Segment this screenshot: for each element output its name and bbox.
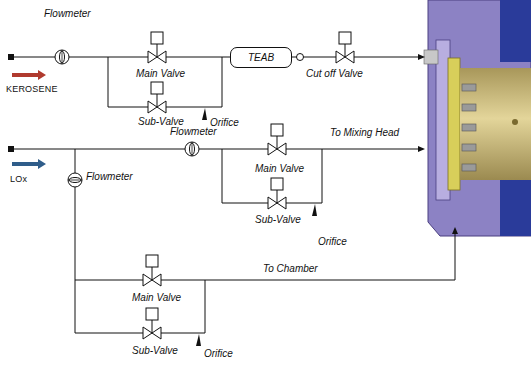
line-label: Main Valve <box>136 68 185 80</box>
line-label: Cut off Valve <box>306 68 363 80</box>
line-label: Flowmeter <box>86 171 133 183</box>
line-label: Sub-Valve <box>255 214 301 226</box>
engine-illustration <box>424 0 531 236</box>
line-label: Orifice <box>204 348 233 360</box>
line-label: To Mixing Head <box>330 127 399 139</box>
line-label: LOx <box>10 173 27 185</box>
component-label: TEAB <box>248 52 274 64</box>
kerosene-arrow <box>12 70 46 80</box>
line-label: KEROSENE <box>6 83 58 95</box>
line-label: To Chamber <box>263 263 318 275</box>
component-box: TEAB <box>230 47 292 68</box>
line-label: Flowmeter <box>170 126 217 138</box>
line-label: Orifice <box>318 236 347 248</box>
lox-arrow <box>12 159 46 169</box>
line-label: Main Valve <box>255 163 304 175</box>
line-label: Flowmeter <box>44 8 91 20</box>
line-label: Sub-Valve <box>132 345 178 357</box>
line-label: Main Valve <box>132 292 181 304</box>
pipe-lines <box>14 57 455 333</box>
